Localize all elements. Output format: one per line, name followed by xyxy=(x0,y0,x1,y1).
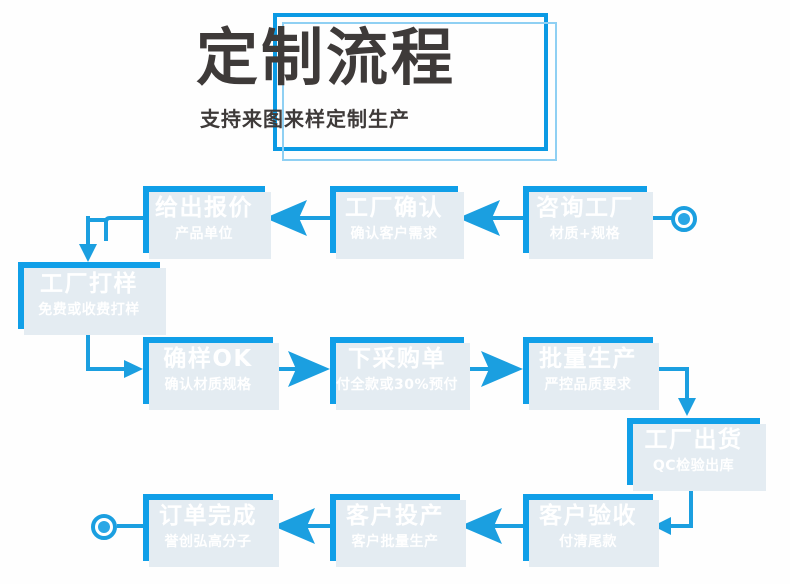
arrowhead-mass-to-ship xyxy=(678,398,696,416)
header-frame-outer xyxy=(273,13,548,151)
connector-sample-to-ok xyxy=(86,329,90,371)
arrowhead-sample-to-ok xyxy=(124,360,143,378)
flow-node-subtitle: 确认材质规格 xyxy=(164,377,252,394)
flow-node-subtitle: 客户批量生产 xyxy=(351,534,439,551)
connector-quote-corner xyxy=(86,218,108,244)
flow-node-order-complete[interactable]: 订单完成誉创弘高分子 xyxy=(143,494,279,567)
flow-node-subtitle: 确认客户需求 xyxy=(350,226,438,243)
flow-node-title: 咨询工厂 xyxy=(536,194,634,221)
flow-node-customer-accept[interactable]: 客户验收付清尾款 xyxy=(523,494,659,567)
connector-ship-to-accept-v xyxy=(689,485,693,524)
end-endpoint-circle-icon xyxy=(91,514,117,540)
flow-node-title: 下采购单 xyxy=(348,345,446,372)
arrowhead-confirm-to-quote xyxy=(265,200,307,236)
connector-po-to-mass xyxy=(464,367,506,371)
page-subtitle: 支持来图来样定制生产 xyxy=(200,107,410,131)
header-frame-inner xyxy=(282,22,557,161)
flow-node-subtitle: 严控品质要求 xyxy=(544,377,632,394)
flow-node-factory-sample[interactable]: 工厂打样免费或收费打样 xyxy=(18,262,166,335)
arrowhead-quote-to-sample xyxy=(79,244,97,262)
connector-produce-to-complete xyxy=(290,524,332,528)
flow-node-title: 客户投产 xyxy=(346,502,444,529)
arrowhead-accept-to-produce xyxy=(460,508,502,544)
flow-node-title: 工厂打样 xyxy=(40,270,138,297)
flow-node-purchase-order[interactable]: 下采购单付全款或30%预付 xyxy=(330,337,470,410)
arrowhead-po-to-mass xyxy=(481,351,523,387)
flow-node-title: 客户验收 xyxy=(539,502,637,529)
connector-consult-to-confirm xyxy=(478,216,525,220)
connector-mass-to-ship xyxy=(653,367,689,371)
flow-node-mass-production[interactable]: 批量生产严控品质要求 xyxy=(523,337,659,410)
flow-node-subtitle: 产品单位 xyxy=(175,226,233,243)
page-title: 定制流程 xyxy=(196,21,457,94)
connector-complete-to-end xyxy=(117,524,144,528)
flow-node-factory-confirm[interactable]: 工厂确认确认客户需求 xyxy=(330,186,464,259)
flow-node-subtitle: 誉创弘高分子 xyxy=(164,534,252,551)
flow-node-subtitle: QC检验出库 xyxy=(652,458,735,475)
flow-node-customer-produce[interactable]: 客户投产客户批量生产 xyxy=(330,494,466,567)
flow-node-title: 工厂确认 xyxy=(345,194,443,221)
flow-node-title: 工厂出货 xyxy=(644,426,743,453)
flow-node-subtitle: 免费或收费打样 xyxy=(38,302,140,319)
arrowhead-ok-to-po xyxy=(288,351,330,387)
flow-node-give-quote[interactable]: 给出报价产品单位 xyxy=(143,186,271,259)
flow-node-factory-shipment[interactable]: 工厂出货 QC检验出库 xyxy=(627,418,766,491)
flow-node-subtitle: 材质+规格 xyxy=(549,226,621,243)
flow-node-title: 确样OK xyxy=(163,345,253,372)
connector-sample-to-ok-h xyxy=(86,367,124,371)
connector-confirm-to-quote xyxy=(290,216,332,220)
arrowhead-ship-to-accept xyxy=(653,517,671,535)
flow-node-subtitle: 付全款或30%预付 xyxy=(335,377,458,394)
flow-node-title: 订单完成 xyxy=(159,502,257,529)
flow-node-title: 给出报价 xyxy=(155,194,253,221)
flow-node-consult-factory[interactable]: 咨询工厂材质+规格 xyxy=(523,186,653,259)
connector-mass-to-ship-v xyxy=(685,371,689,398)
start-endpoint-circle-icon xyxy=(671,206,697,232)
connector-start-to-consult xyxy=(647,216,673,220)
connector-quote-to-sample xyxy=(104,216,143,241)
connector-accept-to-produce xyxy=(478,524,525,528)
flow-node-sample-ok[interactable]: 确样OK 确认材质规格 xyxy=(143,337,279,410)
arrowhead-produce-to-complete xyxy=(273,508,315,544)
arrowhead-consult-to-confirm xyxy=(458,200,500,236)
flow-node-subtitle: 付清尾款 xyxy=(559,534,617,551)
connector-ship-to-accept-h xyxy=(671,524,693,528)
flow-node-title: 批量生产 xyxy=(539,345,637,372)
connector-ok-to-po xyxy=(273,367,313,371)
